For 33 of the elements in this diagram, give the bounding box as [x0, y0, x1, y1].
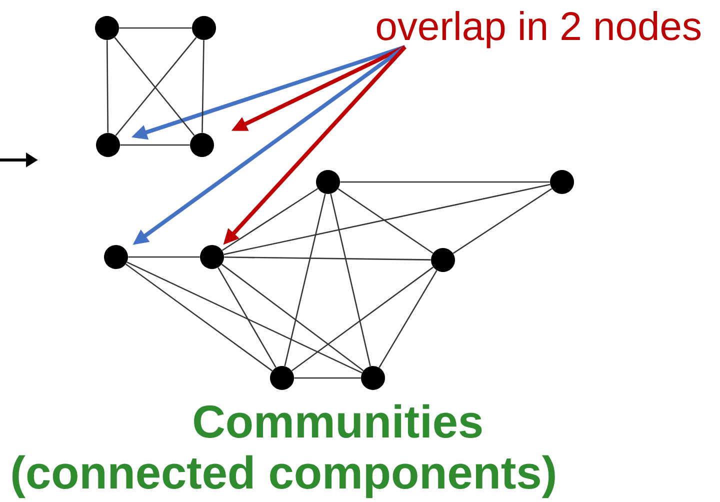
graph-vertex	[361, 366, 385, 390]
graph-edge	[378, 270, 438, 368]
graph-edge	[330, 194, 371, 366]
graph-vertex	[550, 170, 574, 194]
graph-vertex	[96, 132, 120, 157]
graph-edge	[125, 264, 273, 372]
graph-edge	[452, 188, 552, 254]
graph-edge	[106, 40, 109, 133]
graph-vertex	[200, 245, 224, 269]
graph-vertex	[104, 245, 128, 269]
graph-edge	[284, 194, 326, 366]
graph-edge	[224, 184, 550, 256]
graph-edge	[340, 181, 550, 183]
graph-edge	[221, 264, 364, 372]
graph-edge	[120, 144, 190, 146]
graph-edge	[218, 267, 276, 368]
graph-edge	[294, 377, 361, 379]
graph-edge	[338, 188, 434, 254]
graph-vertex	[316, 170, 340, 194]
graph-vertex	[431, 248, 455, 272]
graph-edge	[224, 256, 431, 260]
annotation-text: overlap in 2 nodes	[376, 11, 701, 48]
graph-vertex	[95, 16, 119, 40]
graph-edge	[128, 256, 200, 258]
graph-edge	[119, 27, 192, 29]
graph-edge	[126, 262, 362, 374]
graph-edge	[291, 266, 434, 372]
caption-text: Communities (connected components)	[12, 404, 555, 498]
graph-edge	[202, 40, 204, 133]
graph-vertex	[270, 366, 294, 390]
graph-edge	[222, 188, 318, 251]
graph-vertex	[190, 132, 214, 157]
graph-vertex	[192, 16, 216, 40]
